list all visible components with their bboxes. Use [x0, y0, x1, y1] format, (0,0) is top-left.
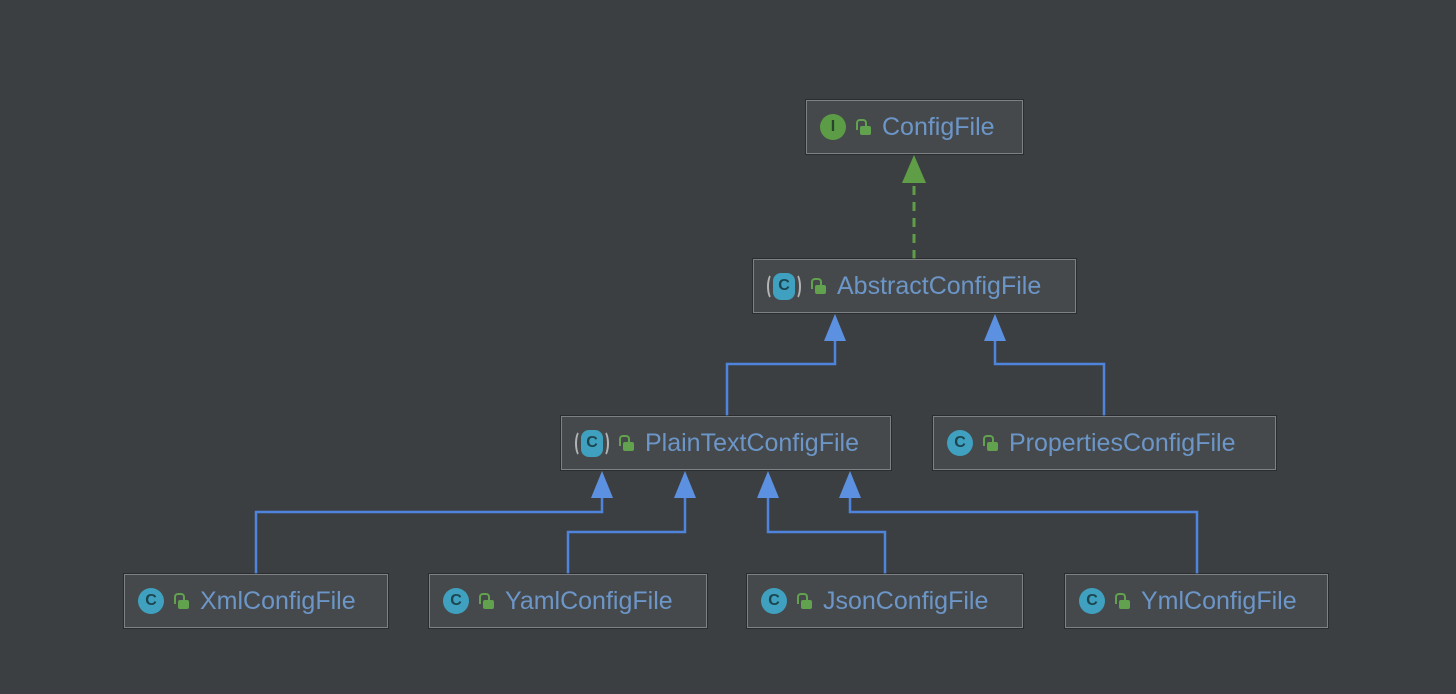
node-label: JsonConfigFile: [823, 586, 989, 615]
class-badge-letter: C: [1079, 588, 1105, 614]
node-label: XmlConfigFile: [200, 586, 356, 615]
node-yaml-config-file[interactable]: C YamlConfigFile: [429, 574, 707, 628]
class-badge-letter: C: [947, 430, 973, 456]
edge-extends-jsonconfigfile-to-plaintextconfigfile[interactable]: [757, 471, 887, 574]
public-unlocked-padlock-icon: [983, 435, 998, 451]
class-icon: C: [947, 430, 973, 456]
edge-extends-plaintextconfigfile-to-abstractconfigfile[interactable]: [725, 314, 846, 416]
node-abstract-config-file[interactable]: C AbstractConfigFile: [753, 259, 1076, 313]
abstract-class-icon: C: [575, 429, 609, 457]
node-label: PropertiesConfigFile: [1009, 428, 1236, 457]
public-unlocked-padlock-icon: [479, 593, 494, 609]
class-icon: C: [443, 588, 469, 614]
edge-extends-xmlconfigfile-to-plaintextconfigfile[interactable]: [254, 471, 613, 574]
public-unlocked-padlock-icon: [174, 593, 189, 609]
abstract-paren-left: [767, 272, 778, 300]
class-icon: C: [1079, 588, 1105, 614]
abstract-paren-left: [575, 429, 586, 457]
abstract-paren-right: [598, 429, 609, 457]
public-unlocked-padlock-icon: [619, 435, 634, 451]
node-json-config-file[interactable]: C JsonConfigFile: [747, 574, 1023, 628]
abstract-class-icon: C: [767, 272, 801, 300]
interface-badge-letter: I: [820, 114, 846, 140]
public-unlocked-padlock-icon: [811, 278, 826, 294]
node-plain-text-config-file[interactable]: C PlainTextConfigFile: [561, 416, 891, 470]
node-yml-config-file[interactable]: C YmlConfigFile: [1065, 574, 1328, 628]
node-xml-config-file[interactable]: C XmlConfigFile: [124, 574, 388, 628]
node-config-file[interactable]: I ConfigFile: [806, 100, 1023, 154]
edge-extends-ymlconfigfile-to-plaintextconfigfile[interactable]: [839, 471, 1199, 574]
edge-extends-propertiesconfigfile-to-abstractconfigfile[interactable]: [984, 314, 1106, 416]
node-label: PlainTextConfigFile: [645, 428, 859, 457]
class-icon: C: [761, 588, 787, 614]
node-label: YmlConfigFile: [1141, 586, 1297, 615]
public-unlocked-padlock-icon: [1115, 593, 1130, 609]
class-badge-letter: C: [443, 588, 469, 614]
interface-icon: I: [820, 114, 846, 140]
node-label: YamlConfigFile: [505, 586, 673, 615]
class-icon: C: [138, 588, 164, 614]
public-unlocked-padlock-icon: [797, 593, 812, 609]
edge-extends-yamlconfigfile-to-plaintextconfigfile[interactable]: [566, 471, 696, 574]
class-badge-letter: C: [761, 588, 787, 614]
edge-implements-abstractconfigfile-to-configfile[interactable]: [902, 155, 926, 259]
node-label: ConfigFile: [882, 112, 995, 141]
abstract-paren-right: [790, 272, 801, 300]
node-properties-config-file[interactable]: C PropertiesConfigFile: [933, 416, 1276, 470]
public-unlocked-padlock-icon: [856, 119, 871, 135]
class-badge-letter: C: [581, 429, 603, 457]
class-badge-letter: C: [138, 588, 164, 614]
node-label: AbstractConfigFile: [837, 271, 1042, 300]
class-badge-letter: C: [773, 272, 795, 300]
